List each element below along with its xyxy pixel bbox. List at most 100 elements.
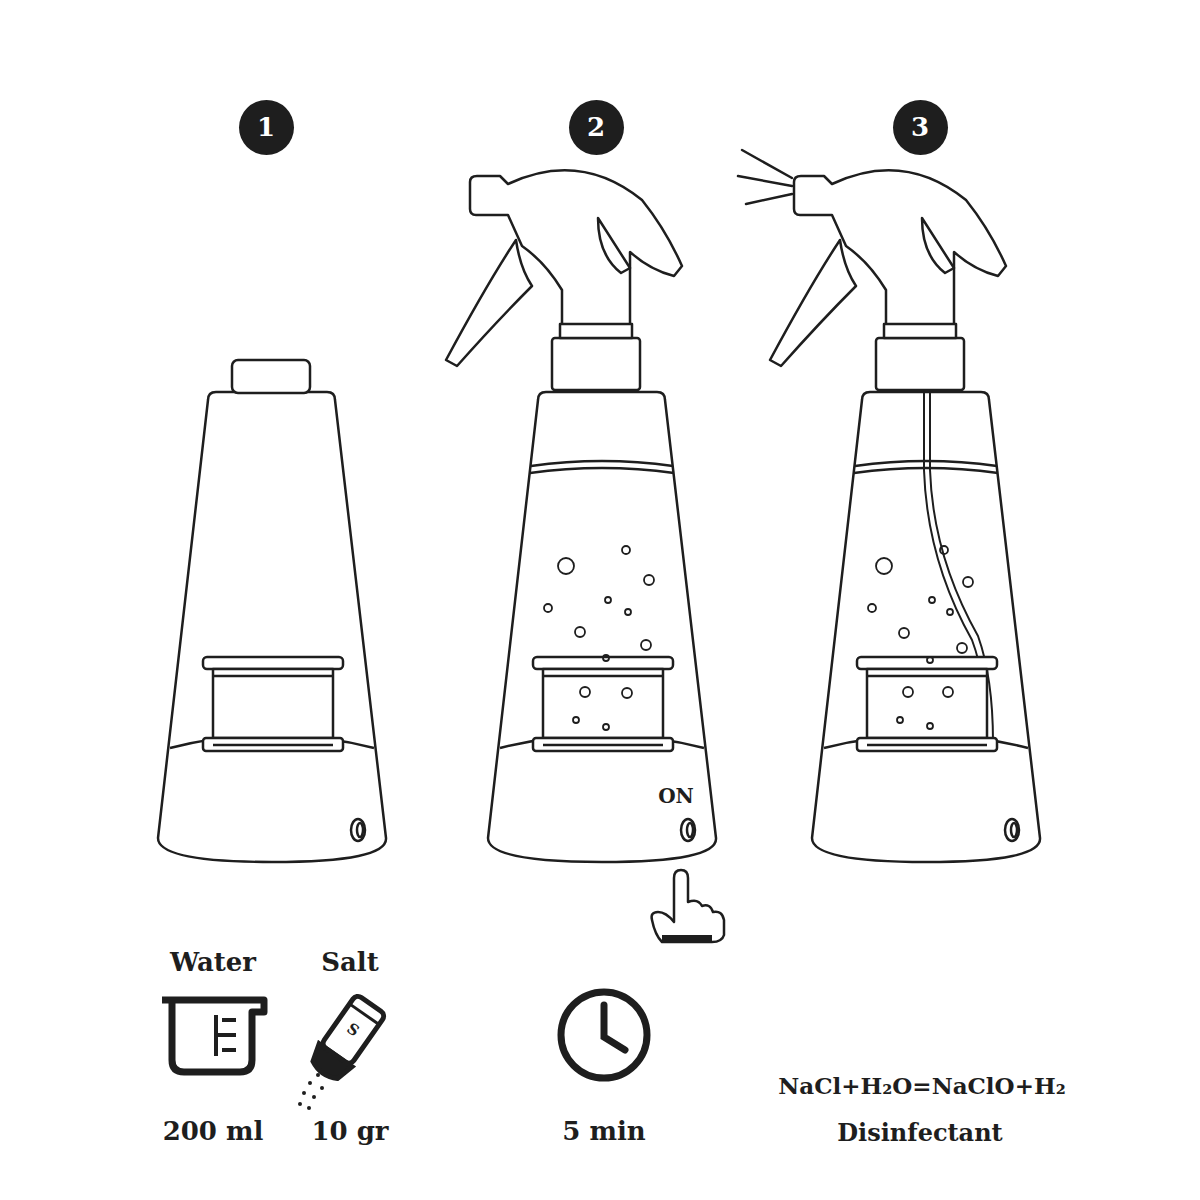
clock-icon: [561, 992, 647, 1078]
power-button: [351, 819, 365, 841]
salt-grain: [308, 1081, 312, 1085]
collar: [552, 338, 640, 390]
hand-icon: [652, 870, 724, 942]
bottle-body: [812, 392, 1040, 862]
beaker-icon: [162, 1000, 264, 1072]
drawing-stroke: [738, 150, 792, 204]
drawing-stroke: [543, 744, 663, 747]
spray-line: [738, 176, 792, 186]
drawing-stroke: [770, 170, 1040, 862]
shaker-letter: S: [344, 1020, 362, 1040]
drawing-stroke: [307, 993, 388, 1085]
product-name: Disinfectant: [837, 1120, 1002, 1146]
step-number: 2: [587, 114, 605, 140]
drawing-stroke: [214, 1015, 218, 1056]
ingredient-name: Water: [170, 948, 256, 977]
electrode-ring: [533, 738, 673, 751]
drawing-stroke: [213, 744, 333, 747]
bubble: [927, 723, 933, 729]
quantity: 10 gr: [311, 1117, 388, 1146]
spray-window: [598, 218, 630, 273]
step-number: 3: [911, 114, 929, 140]
salt-grain: [298, 1102, 302, 1106]
liquid-surface: [531, 461, 673, 466]
drawing-stroke: [662, 935, 712, 941]
bubble: [929, 597, 935, 603]
drawing-stroke: [867, 744, 987, 747]
chemical-formula: NaCl+H₂O=NaClO+H₂: [778, 1073, 1065, 1098]
drawing-stroke: [158, 360, 386, 862]
bubble: [641, 640, 651, 650]
drawing-stroke: [561, 992, 647, 1078]
electrode-core: [867, 669, 987, 738]
spray-line: [746, 194, 792, 204]
drawing-stroke: [357, 823, 363, 837]
bottle-body: [158, 392, 386, 862]
electrode-core: [213, 669, 333, 738]
electrode-ring: [203, 738, 343, 751]
salt-grain: [316, 1073, 320, 1077]
drawing-stroke: [307, 1044, 352, 1085]
bubble: [622, 688, 632, 698]
bubble: [575, 627, 585, 637]
bottle-body: [488, 392, 716, 862]
bubble: [544, 604, 552, 612]
bubble: [644, 575, 654, 585]
spray-trigger: [446, 240, 532, 366]
switch-label: ON: [658, 785, 694, 807]
quantity: 200 ml: [163, 1117, 264, 1146]
duration: 5 min: [562, 1117, 645, 1146]
bubble: [603, 724, 609, 730]
ingredient-name: Salt: [321, 948, 379, 977]
bubble: [940, 546, 948, 554]
drawing-stroke: [560, 324, 632, 338]
electrode-plate: [857, 657, 997, 669]
drawing-stroke: [162, 1000, 264, 1072]
bubble: [947, 609, 953, 615]
bubble: [963, 577, 973, 587]
drawing-stroke: [216, 1033, 236, 1037]
bubble: [868, 604, 876, 612]
bubble: [605, 597, 611, 603]
drawing-stroke: [222, 1048, 236, 1052]
spray-trigger: [770, 240, 856, 366]
bubble: [573, 717, 579, 723]
bubble: [603, 655, 609, 661]
salt-grain: [320, 1086, 324, 1090]
electrode-ring: [857, 738, 997, 751]
liquid-surface: [530, 468, 674, 473]
power-button: [1005, 819, 1019, 841]
bubble: [957, 643, 967, 653]
drawing-stroke: [867, 675, 987, 678]
bubble: [927, 657, 933, 663]
electrode-core: [543, 669, 663, 738]
step-circle: 3: [893, 100, 948, 155]
salt-grain: [302, 1091, 306, 1095]
step-circle: 2: [569, 100, 624, 155]
bubble: [897, 717, 903, 723]
bubble: [876, 558, 892, 574]
bubble: [558, 558, 574, 574]
step-number: 1: [257, 114, 275, 140]
bubble: [943, 687, 953, 697]
salt-grain: [307, 1106, 311, 1110]
drawing-stroke: [543, 675, 663, 678]
drawing-stroke: [687, 823, 693, 837]
spray-window: [922, 218, 954, 273]
electrode-plate: [203, 657, 343, 669]
bubble: [899, 628, 909, 638]
drawing-stroke: [604, 1005, 625, 1050]
collar: [876, 338, 964, 390]
bubble: [580, 687, 590, 697]
drawing-stroke: [222, 1018, 236, 1022]
drawing-stroke: [1011, 823, 1017, 837]
bubble: [625, 609, 631, 615]
power-button: [681, 819, 695, 841]
drawing-stroke: [884, 324, 956, 338]
step-circle: 1: [239, 100, 294, 155]
drawing-stroke: [446, 170, 716, 862]
spray-line: [742, 150, 792, 178]
bottle-cap: [232, 360, 310, 393]
